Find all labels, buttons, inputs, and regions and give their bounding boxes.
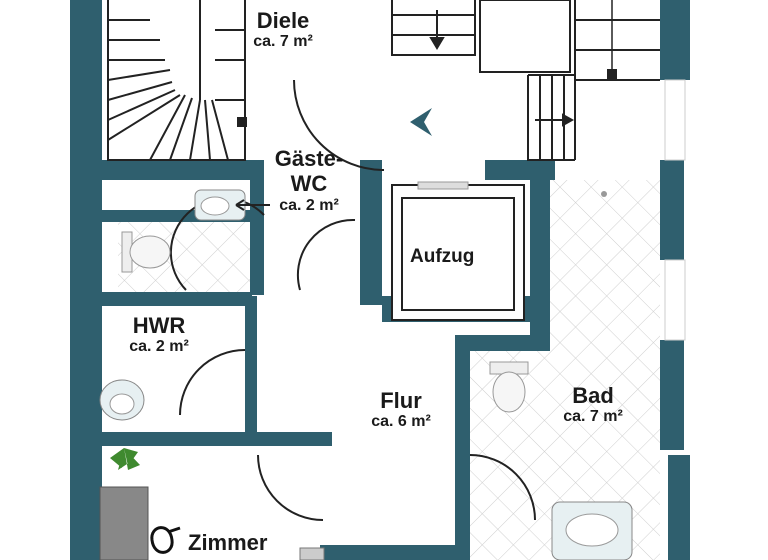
plant-icon [110,448,140,470]
staircase-right [391,0,660,161]
room-area-bad: ca. 7 m² [563,408,623,426]
entry-arrow-icon [410,108,432,136]
room-label-flur: Flur ca. 6 m² [346,388,456,432]
room-area-flur: ca. 6 m² [371,413,431,431]
bad-sink-icon [551,501,633,560]
room-name-zimmer: Zimmer [188,530,268,555]
hwr-sink-icon [99,379,145,421]
staircase-left [107,0,247,161]
room-name-hwr: HWR [132,313,186,338]
desk [99,486,149,560]
stair-direction-arrow-icon [429,10,575,127]
room-label-diele: Diele ca. 7 m² [228,8,338,52]
room-area-gaeste-wc: ca. 2 m² [279,196,339,214]
room-label-aufzug: Aufzug [410,246,475,267]
room-area-diele: ca. 7 m² [253,33,313,51]
bad-toilet-icon [489,361,529,413]
cabinet [299,547,325,560]
chair-icon [150,526,181,554]
sink-icon [194,189,246,221]
room-label-gaeste-wc: Gäste- WC ca. 2 m² [254,146,364,215]
toilet-icon [121,231,171,273]
room-name-diele: Diele [256,8,310,33]
room-name-flur: Flur [380,388,422,413]
elevator [391,181,525,321]
wc-arrow-icon [235,199,270,211]
room-label-bad: Bad ca. 7 m² [538,383,648,427]
room-label-zimmer: Zimmer [188,530,302,555]
room-area-hwr: ca. 2 m² [129,338,189,356]
room-name-bad: Bad [572,383,614,408]
room-name-gaeste: Gäste- [274,146,344,171]
room-label-hwr: HWR ca. 2 m² [104,313,214,357]
walls [70,0,690,560]
drain-icon [601,191,607,197]
room-name-wc: WC [290,171,328,197]
bad-tiled-floor [550,180,660,350]
windows [664,79,686,341]
